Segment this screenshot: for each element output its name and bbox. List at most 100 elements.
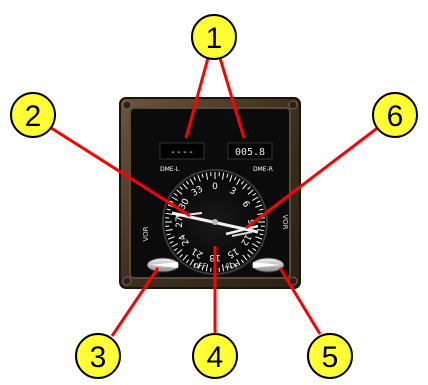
compass-tick — [201, 266, 204, 271]
compass-tick — [205, 264, 209, 272]
selector-label-adf: ADF — [225, 262, 239, 270]
callout-3: 3 — [75, 333, 121, 379]
dme-left-readout: ---- — [170, 147, 194, 158]
compass-tick — [185, 259, 190, 264]
compass-tick — [247, 249, 254, 255]
compass-tick — [165, 228, 173, 232]
compass-tick — [236, 178, 241, 186]
svg-text:6: 6 — [387, 100, 404, 133]
compass-tick — [251, 196, 259, 201]
compass-tick — [173, 192, 178, 197]
screw-icon — [288, 100, 298, 110]
compass-tick — [251, 243, 259, 248]
compass-tick — [240, 180, 245, 185]
svg-text:1: 1 — [206, 22, 223, 55]
leader-lines — [47, 57, 381, 337]
callout-5: 5 — [307, 333, 353, 379]
callout-6: 6 — [372, 92, 418, 138]
compass-tick — [169, 240, 174, 244]
compass-card-number: 12 — [238, 232, 252, 247]
compass-tick — [247, 189, 254, 195]
compass-card-number: 9 — [245, 219, 255, 225]
compass-tick — [259, 233, 264, 236]
compass-tick — [252, 247, 257, 252]
dme-right-readout: 005.8 — [235, 147, 265, 158]
compass-tick — [166, 208, 171, 211]
compass-tick — [221, 264, 225, 272]
compass-tick — [185, 180, 190, 185]
needle-hub — [212, 219, 218, 225]
svg-text:2: 2 — [25, 100, 42, 133]
compass-card-number: 0 — [212, 182, 218, 192]
compass-tick — [247, 186, 251, 190]
side-label-right: VOR — [281, 214, 289, 229]
compass-tick — [179, 254, 183, 258]
compass-tick — [176, 249, 183, 255]
compass-card-number: 27 — [175, 216, 185, 227]
compass-tick — [201, 173, 204, 178]
compass-tick — [226, 266, 229, 271]
compass-tick — [169, 200, 174, 204]
compass-tick — [197, 262, 201, 270]
compass-tick — [173, 247, 178, 252]
compass-card-number: 6 — [240, 200, 252, 210]
compass-tick — [252, 192, 257, 197]
compass-tick — [205, 172, 209, 180]
dme-left-window — [159, 142, 205, 160]
compass-tick — [236, 258, 241, 266]
svg-text:4: 4 — [207, 341, 224, 374]
compass-card-number: 33 — [190, 184, 205, 198]
compass-tick — [242, 254, 248, 261]
compass-tick — [182, 254, 188, 261]
dme-right-window — [227, 142, 273, 160]
compass-tick — [171, 243, 179, 248]
compass-tick — [240, 259, 245, 264]
compass-card-number: 3 — [228, 186, 238, 198]
leader-line-1a — [184, 57, 210, 139]
compass-card-number: 15 — [225, 245, 240, 259]
compass-tick — [193, 263, 197, 268]
compass-tick-ring — [165, 172, 265, 272]
dme-left-label: DME-L — [160, 166, 180, 173]
compass-tick — [229, 174, 233, 182]
compass-card-number: 21 — [190, 245, 205, 259]
callout-2: 2 — [10, 92, 56, 138]
callout-4: 4 — [192, 333, 238, 379]
compass-tick — [189, 258, 194, 266]
compass-tick — [179, 186, 183, 190]
compass-tick — [233, 263, 237, 268]
side-label-left: VOR — [142, 226, 150, 241]
compass-tick — [256, 240, 261, 244]
callout-1: 1 — [191, 14, 237, 60]
compass-tick — [229, 262, 233, 270]
screw-icon — [122, 100, 132, 110]
compass-tick — [255, 204, 263, 208]
compass-tick — [221, 172, 225, 180]
compass-tick — [166, 233, 171, 236]
compass-tick — [257, 228, 265, 232]
dme-right-label: DME-R — [253, 166, 273, 173]
leader-line-3 — [110, 267, 160, 337]
leader-line-6 — [245, 124, 381, 230]
screw-icon — [122, 276, 132, 286]
selector-knob-left[interactable] — [146, 257, 180, 273]
compass-tick — [193, 176, 197, 181]
compass-tick — [189, 178, 194, 186]
compass-tick — [167, 236, 175, 240]
leader-line-2 — [47, 124, 191, 218]
selector-label-off: OFF — [193, 262, 207, 270]
rmi-needle-2 — [225, 224, 259, 237]
compass-tick — [197, 174, 201, 182]
compass-tick — [165, 212, 173, 216]
compass-tick — [176, 189, 183, 195]
compass-tick — [242, 183, 248, 190]
compass-tick — [233, 176, 237, 181]
leader-line-5 — [278, 267, 322, 335]
selector-knob-right[interactable] — [251, 257, 285, 273]
compass-tick — [256, 200, 261, 204]
compass-tick — [171, 196, 179, 201]
compass-tick — [182, 183, 188, 190]
